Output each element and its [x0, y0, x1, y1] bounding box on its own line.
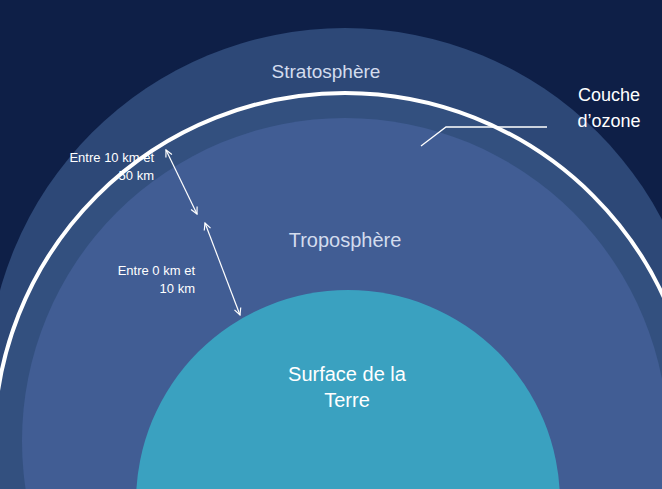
band-name: Stratosphère	[226, 60, 426, 85]
troposphere-label-band: Troposphère	[245, 227, 445, 253]
stratosphere-label-band: Stratosphère	[226, 60, 426, 85]
troposphere-band	[22, 118, 662, 489]
ozone-leader-line	[421, 127, 547, 146]
ozone-layer-label: Couche d’ozone	[556, 82, 662, 134]
band-name: Surface de la Terre	[272, 361, 422, 413]
troposphere-altitude-label: Entre 0 km et 10 km	[100, 262, 195, 297]
ozone-layer-line	[0, 93, 662, 489]
earth-surface	[136, 290, 560, 489]
troposphere-dimension-arrow	[205, 223, 240, 315]
band-name: Troposphère	[245, 227, 445, 253]
earth-surface-label: Surface de la Terre	[272, 361, 422, 413]
stratosphere-dimension-arrow	[166, 150, 197, 214]
stratosphere-altitude-label: Entre 10 km et 50 km	[59, 149, 154, 184]
